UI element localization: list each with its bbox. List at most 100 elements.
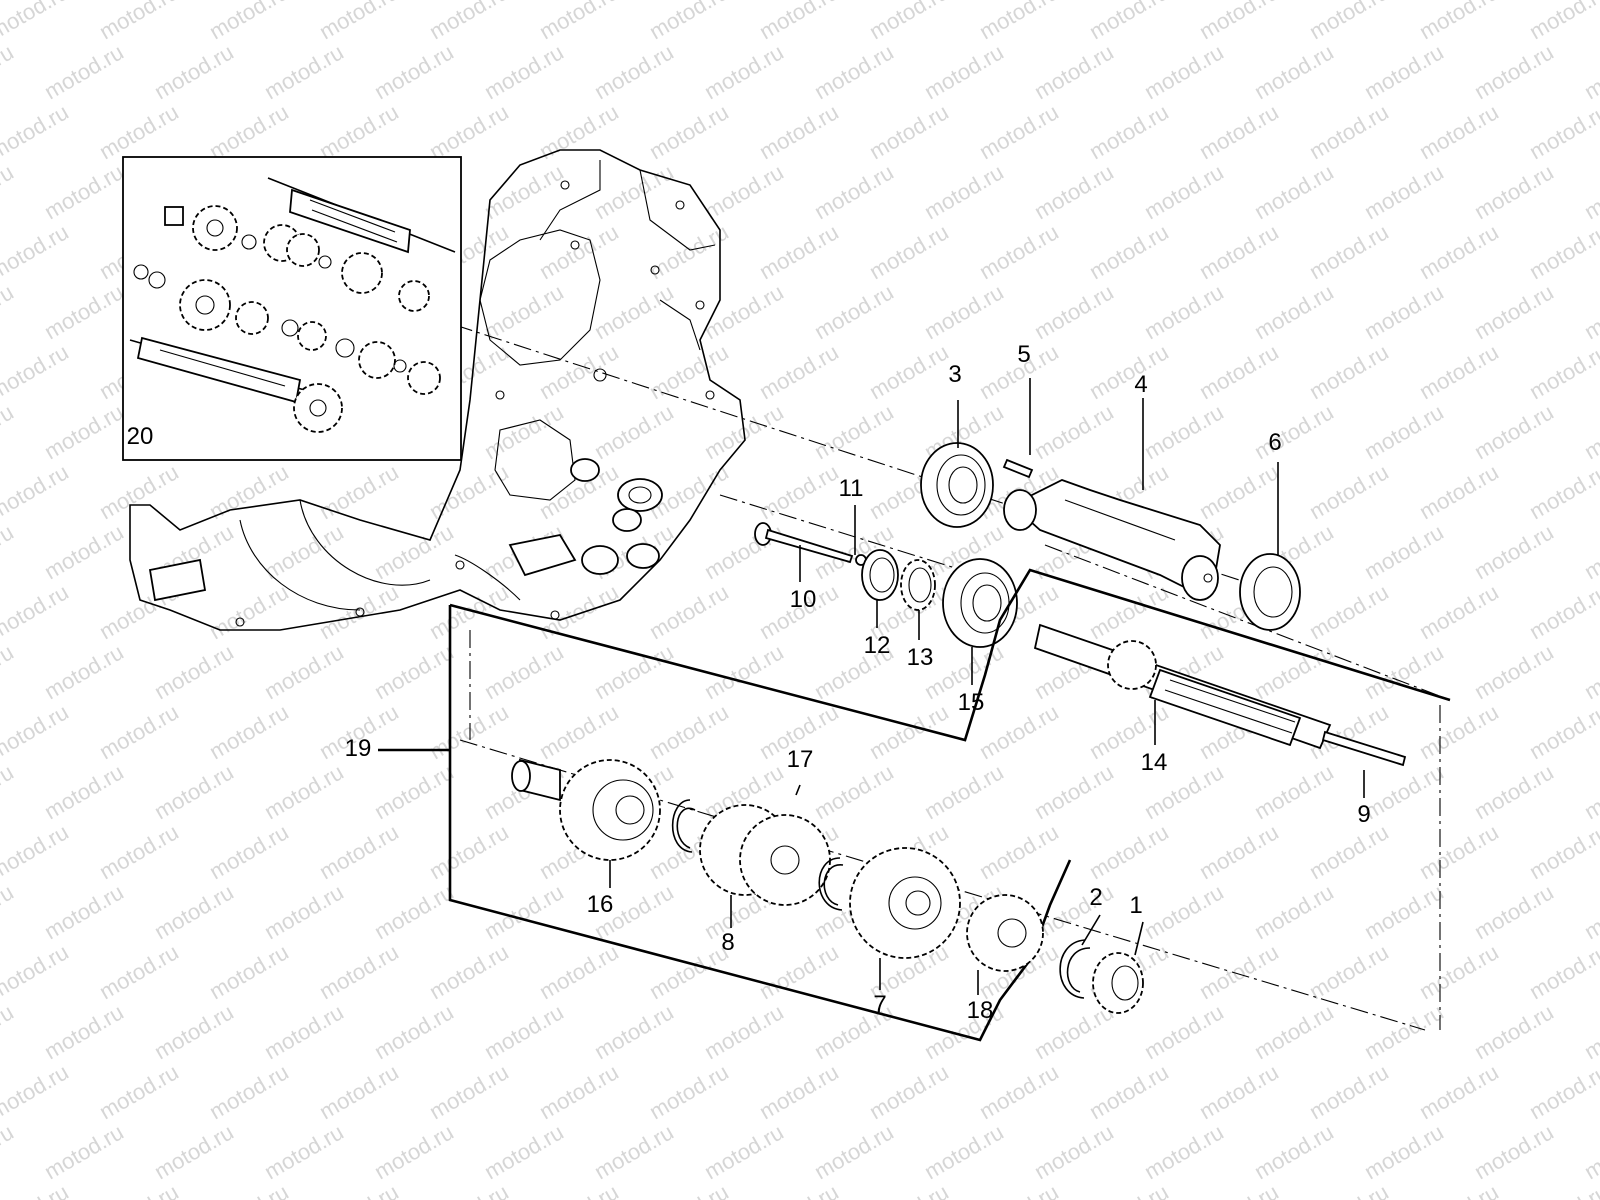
watermark-text: motod.ru (95, 459, 183, 524)
watermark-text: motod.ru (0, 219, 73, 284)
watermark-text: motod.ru (0, 879, 18, 944)
watermark-text: motod.ru (1525, 939, 1600, 1004)
callout-2: 2 (1089, 884, 1102, 911)
watermark-text: motod.ru (1470, 399, 1558, 464)
watermark-text: motod.ru (920, 159, 1008, 224)
watermark-text: motod.ru (205, 699, 293, 764)
watermark-text: motod.ru (810, 39, 898, 104)
watermark-text: motod.ru (1085, 0, 1173, 44)
watermark-text: motod.ru (590, 39, 678, 104)
callout-3: 3 (948, 361, 961, 388)
frame-19 (378, 568, 1451, 1042)
watermark-text: motod.ru (975, 819, 1063, 884)
watermark-text: motod.ru (1250, 159, 1338, 224)
callout-13: 13 (907, 644, 934, 671)
bearing-3 (920, 442, 994, 528)
watermark-text: motod.ru (535, 339, 623, 404)
watermark-text: motod.ru (480, 1119, 568, 1184)
watermark-text: motod.ru (755, 0, 843, 44)
callout-7: 7 (873, 991, 886, 1018)
watermark-text: motod.ru (535, 1059, 623, 1124)
watermark-text: motod.ru (700, 999, 788, 1064)
watermark-text: motod.ru (1525, 819, 1600, 884)
watermark-text: motod.ru (260, 639, 348, 704)
watermark-text: motod.ru (535, 0, 623, 44)
watermark-text: motod.ru (810, 759, 898, 824)
watermark-text: motod.ru (1305, 1059, 1393, 1124)
watermark-text: motod.ru (1580, 519, 1600, 584)
watermark-text: motod.ru (425, 939, 513, 1004)
watermark-text: motod.ru (370, 639, 458, 704)
watermark-text: motod.ru (95, 819, 183, 884)
callout-15: 15 (958, 689, 985, 716)
watermark-text: motod.ru (1030, 159, 1118, 224)
watermark-text: motod.ru (920, 759, 1008, 824)
watermark-text: motod.ru (1085, 99, 1173, 164)
watermark-text: motod.ru (0, 399, 18, 464)
watermark-text: motod.ru (425, 459, 513, 524)
watermark-text: motod.ru (1250, 39, 1338, 104)
callout-11: 11 (839, 475, 864, 502)
gear-16 (559, 759, 661, 861)
watermark-text: motod.ru (810, 1119, 898, 1184)
watermark-text: motod.ru (590, 639, 678, 704)
watermark-text: motod.ru (205, 0, 293, 44)
watermark-text: motod.ru (95, 699, 183, 764)
watermark-text: motod.ru (810, 159, 898, 224)
watermark-text: motod.ru (645, 99, 733, 164)
watermark-text: motod.ru (1415, 0, 1503, 44)
watermark-text: motod.ru (1250, 399, 1338, 464)
watermark-text: motod.ru (0, 1059, 73, 1124)
circlip-16 (671, 799, 696, 853)
watermark-text: motod.ru (1470, 759, 1558, 824)
watermark-text: motod.ru (1140, 1119, 1228, 1184)
watermark-text: motod.ru (1305, 459, 1393, 524)
watermark-text: motod.ru (645, 339, 733, 404)
watermark-text: motod.ru (1085, 339, 1173, 404)
watermark-text: motod.ru (1140, 39, 1228, 104)
watermark-text: motod.ru (150, 39, 238, 104)
watermark-text: motod.ru (260, 39, 348, 104)
watermark-text: motod.ru (590, 159, 678, 224)
watermark-text: motod.ru (480, 159, 568, 224)
watermark-text: motod.ru (480, 999, 568, 1064)
watermark-text: motod.ru (535, 699, 623, 764)
watermark-text: motod.ru (590, 399, 678, 464)
watermark-text: motod.ru (755, 939, 843, 1004)
watermark-text: motod.ru (1525, 579, 1600, 644)
watermark-text: motod.ru (1085, 819, 1173, 884)
watermark-text: motod.ru (425, 99, 513, 164)
watermark-text: motod.ru (1360, 39, 1448, 104)
watermark-text: motod.ru (535, 1179, 623, 1200)
watermark-text: motod.ru (700, 519, 788, 584)
watermark-text: motod.ru (535, 939, 623, 1004)
callout-6: 6 (1268, 429, 1281, 456)
watermark-text: motod.ru (315, 0, 403, 44)
watermark-text: motod.ru (1140, 999, 1228, 1064)
watermark-text: motod.ru (975, 99, 1063, 164)
watermark-text: motod.ru (700, 279, 788, 344)
crankcase-housing (129, 149, 746, 631)
watermark-text: motod.ru (1470, 39, 1558, 104)
watermark-text: motod.ru (1305, 99, 1393, 164)
watermark-text: motod.ru (0, 39, 18, 104)
watermark-text: motod.ru (315, 459, 403, 524)
watermark-text: motod.ru (205, 99, 293, 164)
watermark-text: motod.ru (1470, 159, 1558, 224)
leader-lines (609, 378, 1365, 995)
bracket-4 (1003, 479, 1221, 601)
watermark-text: motod.ru (1195, 819, 1283, 884)
watermark-text: motod.ru (315, 939, 403, 1004)
watermark-text: motod.ru (1360, 519, 1448, 584)
watermark-text: motod.ru (1470, 279, 1558, 344)
watermark-text: motod.ru (1030, 759, 1118, 824)
watermark-text: motod.ru (1305, 339, 1393, 404)
watermark-text: motod.ru (370, 999, 458, 1064)
watermark-text: motod.ru (260, 759, 348, 824)
watermark-text: motod.ru (865, 1179, 953, 1200)
watermark-text: motod.ru (1415, 219, 1503, 284)
ring-13 (900, 559, 936, 611)
watermark-text: motod.ru (1360, 1119, 1448, 1184)
watermark-text: motod.ru (205, 939, 293, 1004)
watermark-text: motod.ru (40, 159, 128, 224)
